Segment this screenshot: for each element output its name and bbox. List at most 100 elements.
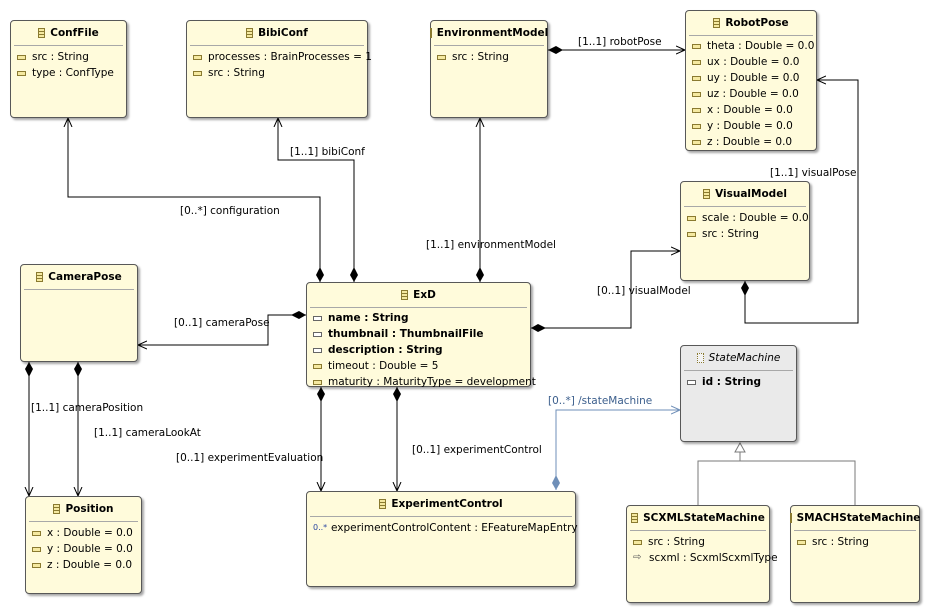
class-name: StateMachine: [708, 352, 781, 364]
edge-bibiconf[interactable]: [278, 118, 355, 282]
attribute-icon: [692, 139, 701, 145]
attribute[interactable]: src : String: [797, 534, 913, 550]
composition-diamond: [552, 475, 560, 490]
class-smachstatemachine[interactable]: SMACHStateMachine src : String: [789, 505, 920, 603]
class-position[interactable]: Position x : Double = 0.0 y : Double = 0…: [25, 496, 142, 594]
composition-diamond: [393, 387, 401, 402]
class-experimentcontrol[interactable]: ExperimentControl 0..*experimentControlC…: [306, 491, 578, 587]
attribute[interactable]: y : Double = 0.0: [692, 118, 810, 134]
attribute[interactable]: y : Double = 0.0: [32, 541, 135, 557]
class-name: BibiConf: [258, 27, 308, 39]
attribute[interactable]: processes : BrainProcesses = 1: [193, 49, 372, 65]
required-attribute-icon: [313, 331, 322, 337]
attribute-icon: [313, 363, 322, 369]
attribute[interactable]: scale : Double = 0.0: [687, 210, 809, 226]
attribute[interactable]: timeout : Double = 5: [313, 358, 524, 374]
attribute[interactable]: uz : Double = 0.0: [692, 86, 810, 102]
class-icon: [713, 18, 721, 28]
class-name: Position: [65, 503, 114, 515]
generalization-arrowhead: [734, 441, 746, 453]
edge-label-cameraposition: [1..1] cameraPosition: [31, 402, 144, 414]
class-visualmodel[interactable]: VisualModel scale : Double = 0.0 src : S…: [680, 181, 810, 281]
composition-diamond: [548, 46, 563, 54]
attribute[interactable]: ⇨scxml : ScxmlScxmlType: [633, 552, 778, 564]
attribute-icon: [633, 539, 642, 545]
class-statemachine[interactable]: StateMachine id : String: [680, 345, 797, 442]
class-icon: [703, 189, 711, 199]
class-icon: [36, 272, 44, 282]
edge-label-visualpose: [1..1] visualPose: [770, 167, 857, 179]
attribute-icon: [32, 562, 41, 568]
composition-diamond: [316, 267, 324, 282]
composition-diamond: [317, 387, 325, 402]
attribute-icon: [32, 530, 41, 536]
class-name: ExD: [413, 289, 436, 301]
attribute[interactable]: name : String: [313, 310, 524, 326]
class-icon: [789, 513, 792, 523]
attribute[interactable]: type : ConfType: [17, 65, 120, 81]
edge-label-bibiconf: [1..1] bibiConf: [290, 146, 365, 158]
class-scxmlstatemachine[interactable]: SCXMLStateMachine src : String ⇨scxml : …: [626, 505, 778, 603]
edge-label-visualmodel: [0..1] visualModel: [597, 285, 691, 297]
attribute[interactable]: maturity : MaturityType = development: [313, 374, 536, 390]
attribute[interactable]: theta : Double = 0.0: [692, 38, 814, 54]
attribute[interactable]: id : String: [687, 374, 790, 390]
attribute-icon: [17, 54, 26, 60]
edge-label-cameralookat: [1..1] cameraLookAt: [94, 427, 201, 439]
attribute-icon: [687, 215, 696, 221]
attribute-icon: [32, 546, 41, 552]
class-camerapose[interactable]: CameraPose: [20, 264, 138, 362]
attribute-icon: [692, 75, 701, 81]
attribute[interactable]: src : String: [687, 226, 803, 242]
attribute[interactable]: z : Double = 0.0: [692, 134, 810, 150]
required-attribute-icon: [313, 315, 322, 321]
class-icon: [631, 513, 639, 523]
edge-configuration[interactable]: [68, 118, 321, 282]
attribute[interactable]: uy : Double = 0.0: [692, 70, 810, 86]
class-robotpose[interactable]: RobotPose theta : Double = 0.0 ux : Doub…: [685, 10, 817, 151]
attribute[interactable]: src : String: [193, 65, 361, 81]
class-conffile[interactable]: ConfFile src : String type : ConfType: [10, 20, 127, 118]
class-icon: [429, 28, 432, 38]
class-name: ExperimentControl: [391, 498, 503, 510]
edge-visualmodel[interactable]: [531, 251, 680, 329]
edge-label-camerapose: [0..1] cameraPose: [174, 317, 270, 329]
attribute[interactable]: thumbnail : ThumbnailFile: [313, 326, 524, 342]
attribute[interactable]: src : String: [437, 49, 541, 65]
attribute[interactable]: src : String: [17, 49, 120, 65]
class-name: EnvironmentModel: [436, 27, 549, 39]
edge-label-configuration: [0..*] configuration: [180, 205, 280, 217]
class-name: ConfFile: [50, 27, 99, 39]
edge-label-robotpose: [1..1] robotPose: [578, 36, 662, 48]
attribute[interactable]: ux : Double = 0.0: [692, 54, 810, 70]
attribute-icon: [193, 54, 202, 60]
edge-visualpose[interactable]: [744, 80, 859, 324]
composition-diamond: [25, 362, 33, 377]
attribute[interactable]: x : Double = 0.0: [692, 102, 810, 118]
class-icon: [38, 28, 46, 38]
multi-valued-attribute-icon: 0..*: [313, 523, 328, 532]
class-bibiconf[interactable]: BibiConf processes : BrainProcesses = 1 …: [186, 20, 372, 118]
class-exd[interactable]: ExD name : String thumbnail : ThumbnailF…: [306, 282, 536, 390]
attribute-icon: [193, 70, 202, 76]
edge-statemachine[interactable]: [555, 410, 680, 490]
attribute[interactable]: x : Double = 0.0: [32, 525, 135, 541]
attribute-icon: [692, 59, 701, 65]
generalization-edge[interactable]: [697, 452, 856, 505]
composition-diamond: [531, 324, 546, 332]
attribute[interactable]: description : String: [313, 342, 524, 358]
attribute-icon: [692, 123, 701, 129]
class-name: SCXMLStateMachine: [643, 512, 765, 524]
required-attribute-icon: [313, 347, 322, 353]
attribute[interactable]: z : Double = 0.0: [32, 557, 135, 573]
class-icon: [246, 28, 254, 38]
edge-label-experimentcontrol: [0..1] experimentControl: [412, 444, 542, 456]
edge-label-environmentmodel: [1..1] environmentModel: [426, 239, 556, 251]
attribute[interactable]: 0..*experimentControlContent : EFeatureM…: [313, 522, 578, 534]
attribute-icon: [437, 54, 446, 60]
class-environmentmodel[interactable]: EnvironmentModel src : String: [429, 20, 549, 118]
composition-diamond: [74, 362, 82, 377]
edge-camerapose[interactable]: [138, 314, 306, 345]
attribute[interactable]: src : String: [633, 534, 763, 550]
composition-diamond: [741, 281, 749, 296]
